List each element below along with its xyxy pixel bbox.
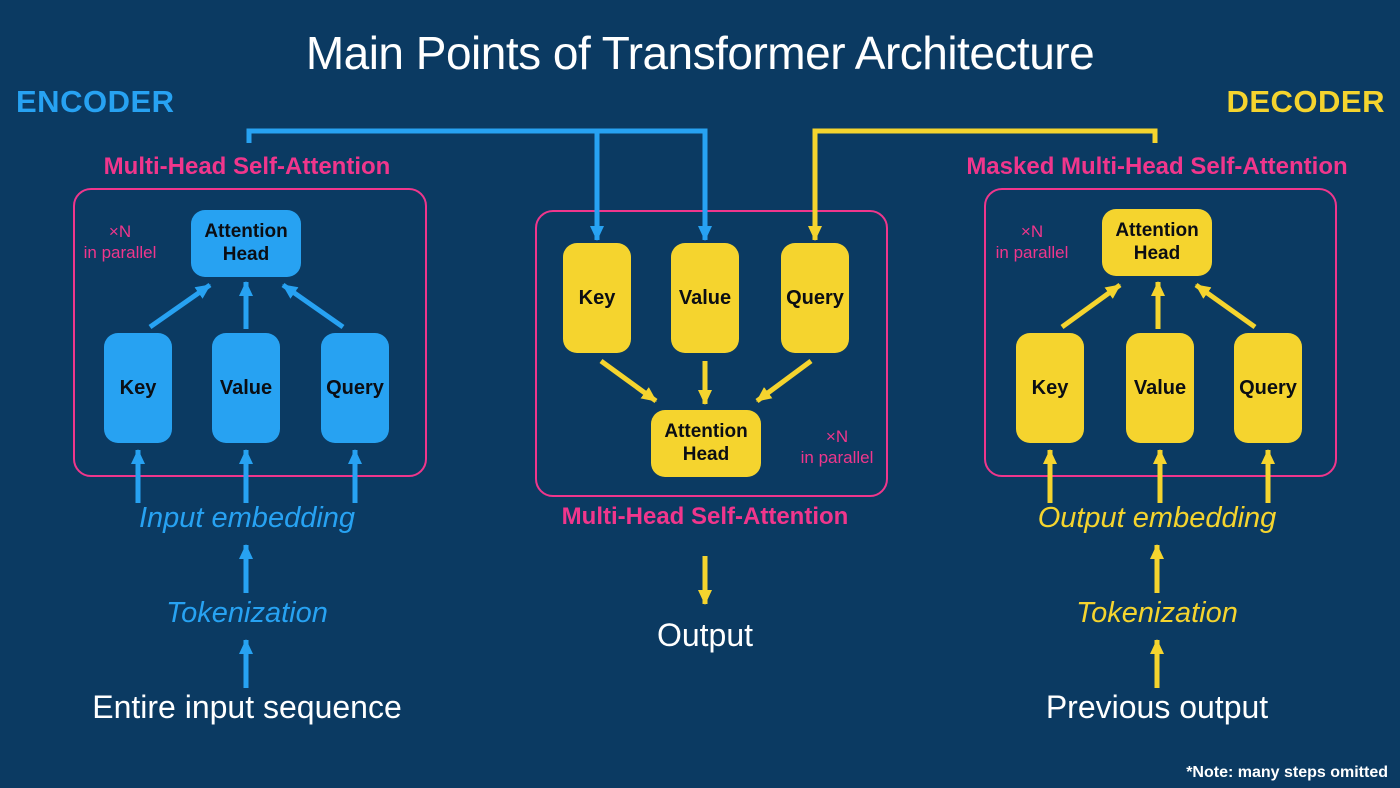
- encoder-block-title: Multi-Head Self-Attention: [103, 153, 391, 180]
- cross-value-box: Value: [671, 243, 739, 353]
- encoder-source-label: Entire input sequence: [92, 689, 402, 725]
- decoder-value-box: Value: [1126, 333, 1194, 443]
- decoder-source-label: Previous output: [1045, 689, 1269, 725]
- encoder-key-box: Key: [104, 333, 172, 443]
- encoder-value-box: Value: [212, 333, 280, 443]
- cross-attention-block-outline: [535, 210, 888, 497]
- multiplicity-line1: ×N: [1020, 222, 1044, 241]
- cross-attention-block-title: Multi-Head Self-Attention: [561, 503, 849, 530]
- decoder-section-label: DECODER: [1226, 84, 1385, 119]
- cross-query-box: Query: [781, 243, 849, 353]
- decoder-block-title: Masked Multi-Head Self-Attention: [966, 153, 1348, 180]
- cross-attention-head-box: Attention Head: [651, 410, 761, 477]
- encoder-multiplicity-note: ×N in parallel: [74, 221, 166, 264]
- decoder-multiplicity-note: ×N in parallel: [986, 221, 1078, 264]
- footnote: *Note: many steps omitted: [1186, 764, 1388, 781]
- multiplicity-line2: in parallel: [83, 243, 157, 263]
- multiplicity-line2: in parallel: [995, 243, 1069, 263]
- cross-key-box: Key: [563, 243, 631, 353]
- encoder-input-embedding-label: Input embedding: [138, 502, 356, 534]
- decoder-tokenization-label: Tokenization: [1076, 597, 1238, 629]
- encoder-tokenization-label: Tokenization: [166, 597, 328, 629]
- cross-multiplicity-note: ×N in parallel: [791, 426, 883, 469]
- encoder-query-box: Query: [321, 333, 389, 443]
- decoder-key-box: Key: [1016, 333, 1084, 443]
- decoder-attention-head-box: Attention Head: [1102, 209, 1212, 276]
- multiplicity-line2: in parallel: [800, 448, 874, 468]
- page-title: Main Points of Transformer Architecture: [305, 27, 1095, 79]
- multiplicity-line1: ×N: [108, 222, 132, 241]
- multiplicity-line1: ×N: [825, 427, 849, 446]
- decoder-output-embedding-label: Output embedding: [1037, 502, 1277, 534]
- output-label: Output: [656, 617, 754, 653]
- encoder-section-label: ENCODER: [16, 84, 175, 119]
- encoder-attention-head-box: Attention Head: [191, 210, 301, 277]
- decoder-query-box: Query: [1234, 333, 1302, 443]
